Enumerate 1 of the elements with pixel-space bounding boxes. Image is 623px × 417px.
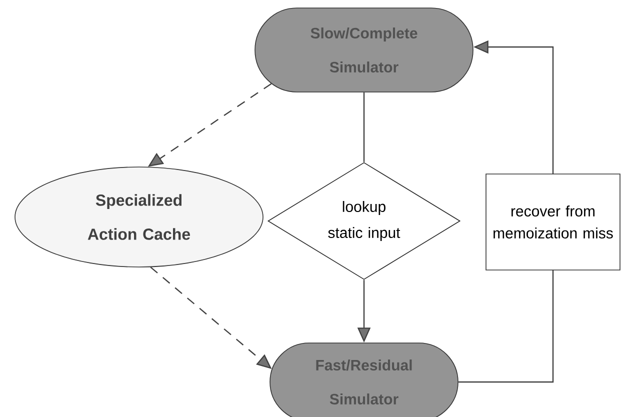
- edge-label: recover from memoization miss: [486, 174, 620, 270]
